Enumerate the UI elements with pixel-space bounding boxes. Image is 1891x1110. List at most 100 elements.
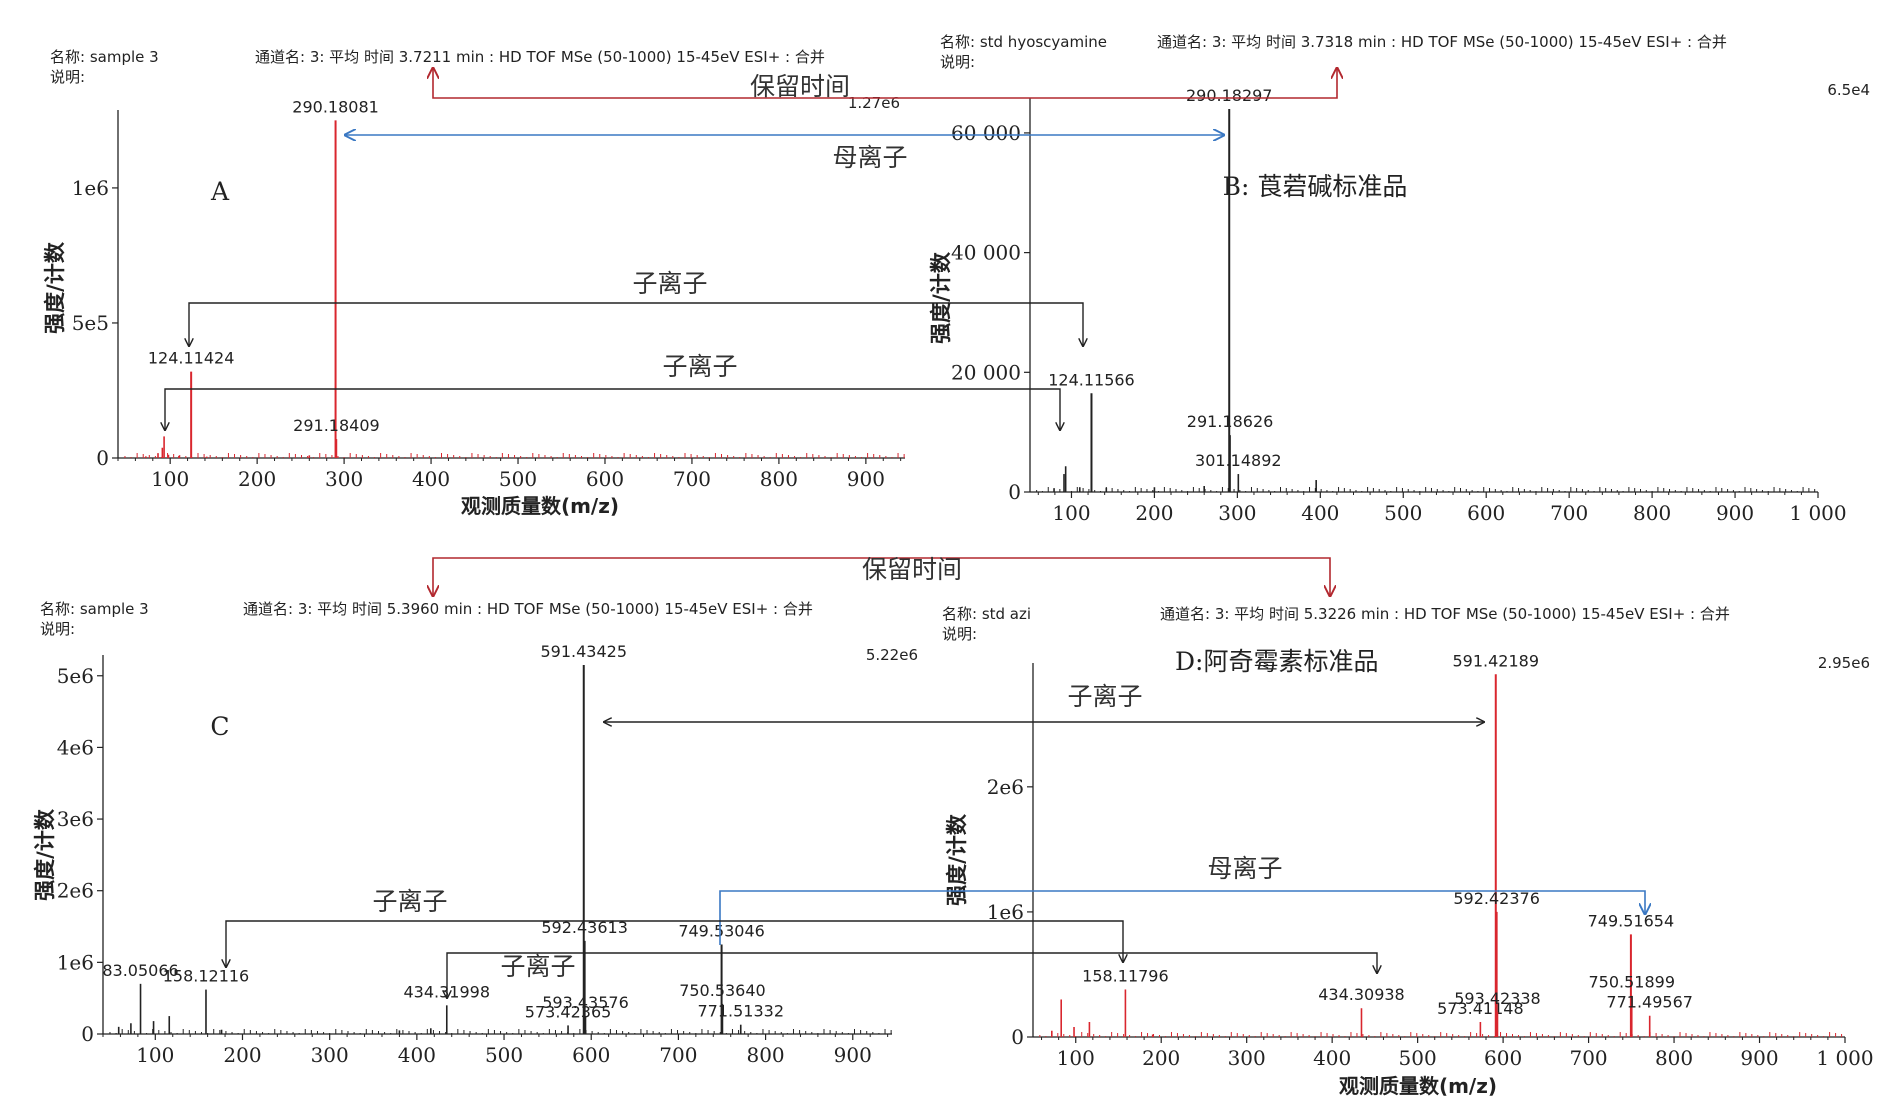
- x-tick-label: 1 000: [1816, 1046, 1873, 1070]
- y-tick-label: 5e6: [57, 664, 94, 688]
- panel-label: C: [210, 712, 229, 741]
- x-tick-label: 600: [1484, 1046, 1522, 1070]
- x-tick-label: 500: [1384, 501, 1422, 525]
- peak-label: 593.42338: [1454, 989, 1541, 1008]
- x-tick-label: 100: [136, 1043, 174, 1067]
- y-tick-label: 1e6: [57, 950, 94, 974]
- channel-info: 通道名: 3: 平均 时间 3.7318 min : HD TOF MSe (5…: [1157, 33, 1727, 51]
- baseline-noise: [124, 453, 905, 458]
- peak-label: 750.53640: [679, 981, 766, 1000]
- panel-label: D:阿奇霉素标准品: [1175, 647, 1378, 676]
- peak-label: 158.11796: [1082, 966, 1169, 985]
- peak-label: 591.42189: [1453, 651, 1540, 670]
- precursor-ion-label-bottom: 母离子: [1207, 854, 1282, 883]
- channel-info: 通道名: 3: 平均 时间 5.3226 min : HD TOF MSe (5…: [1160, 605, 1730, 623]
- precursor-ion-label-top: 母离子: [832, 143, 907, 172]
- peak-label: 158.12116: [163, 967, 250, 986]
- y-tick-label: 60 000: [951, 121, 1021, 145]
- max-intensity-label: 5.22e6: [866, 646, 918, 664]
- peak-label: 290.18081: [292, 97, 379, 116]
- peak-label: 291.18626: [1187, 412, 1274, 431]
- peak-label: 750.51899: [1588, 973, 1675, 992]
- x-axis-label: 观测质量数(m/z): [461, 494, 619, 518]
- x-tick-label: 600: [1467, 501, 1505, 525]
- product-ion-arrow-bottom-1: [226, 920, 1123, 967]
- sample-name: 名称: std hyoscyamine: [940, 33, 1107, 51]
- x-tick-label: 400: [412, 467, 450, 491]
- panel-label: B: 莨菪碱标准品: [1223, 172, 1408, 201]
- x-tick-label: 900: [1740, 1046, 1778, 1070]
- product-ion-arrow-bottom-2: [447, 952, 1377, 998]
- peak-label: 771.51332: [697, 1002, 784, 1021]
- product-ion-label-bottom-1: 子离子: [372, 887, 447, 916]
- x-tick-label: 900: [847, 467, 885, 491]
- sample-name: 名称: sample 3: [50, 48, 159, 66]
- peak-label: 593.43576: [542, 993, 629, 1012]
- y-axis-label: 强度/计数: [33, 808, 57, 901]
- peak-label: 573.41148: [1437, 999, 1524, 1018]
- precursor-ion-arrow-bottom: [719, 890, 1645, 945]
- peak-label: 592.42376: [1453, 889, 1540, 908]
- y-tick-label: 2e6: [987, 775, 1024, 799]
- max-intensity-label: 6.5e4: [1827, 81, 1870, 99]
- peak-label: 749.51654: [1588, 911, 1675, 930]
- description-label: 说明:: [50, 68, 85, 86]
- y-tick-label: 1e6: [987, 900, 1024, 924]
- x-tick-label: 200: [1135, 501, 1173, 525]
- description-label: 说明:: [942, 625, 977, 643]
- spectrum-panel-b: 名称: std hyoscyamine 说明: 通道名: 3: 平均 时间 3.73…: [929, 33, 1870, 525]
- x-tick-label: 100: [151, 467, 189, 491]
- sample-name: 名称: std azi: [942, 605, 1031, 623]
- retention-time-label-top: 保留时间: [750, 72, 850, 101]
- x-tick-label: 900: [834, 1043, 872, 1067]
- y-axis-label: 强度/计数: [945, 813, 969, 906]
- peak-label: 591.43425: [540, 642, 627, 661]
- y-tick-label: 2e6: [57, 879, 94, 903]
- x-tick-label: 800: [1655, 1046, 1693, 1070]
- retention-time-label-bottom: 保留时间: [862, 555, 962, 584]
- max-intensity-label: 2.95e6: [1818, 654, 1870, 672]
- x-tick-label: 800: [760, 467, 798, 491]
- x-tick-label: 300: [311, 1043, 349, 1067]
- x-tick-label: 400: [1313, 1046, 1351, 1070]
- x-tick-label: 200: [1142, 1046, 1180, 1070]
- x-tick-label: 100: [1057, 1046, 1095, 1070]
- product-ion-arrow-top-1: [189, 302, 1083, 346]
- x-tick-label: 700: [1550, 501, 1588, 525]
- x-tick-label: 800: [746, 1043, 784, 1067]
- baseline-noise: [1036, 487, 1816, 492]
- y-tick-label: 40 000: [951, 241, 1021, 265]
- y-tick-label: 4e6: [57, 735, 94, 759]
- peak-label: 124.11566: [1048, 370, 1135, 389]
- x-tick-label: 100: [1052, 501, 1090, 525]
- peak-label: 124.11424: [148, 349, 235, 368]
- x-tick-label: 500: [485, 1043, 523, 1067]
- spectrum-panel-a: 名称: sample 3说明:通道名: 3: 平均 时间 3.7211 min …: [43, 48, 905, 518]
- description-label: 说明:: [940, 53, 975, 71]
- max-intensity-label: 1.27e6: [848, 94, 900, 112]
- product-ion-arrow-top-2: [165, 388, 1060, 430]
- y-tick-label: 0: [1008, 480, 1021, 504]
- spectrum-panel-d: 名称: std azi 说明: 通道名: 3: 平均 时间 5.3226 min :…: [942, 605, 1874, 1098]
- peak-label: 291.18409: [293, 416, 380, 435]
- x-tick-label: 400: [398, 1043, 436, 1067]
- peak-label: 749.53046: [678, 921, 765, 940]
- x-tick-label: 200: [223, 1043, 261, 1067]
- annotation-layer: 保留时间 母离子 子离子 子离子 保留时间 子离子 母离子 子离子 子离子: [165, 68, 1645, 998]
- y-tick-label: 3e6: [57, 807, 94, 831]
- y-tick-label: 5e5: [72, 311, 109, 335]
- baseline-noise: [109, 1029, 892, 1034]
- y-tick-label: 0: [81, 1022, 94, 1046]
- product-ion-label-top-2: 子离子: [662, 352, 737, 381]
- x-tick-label: 600: [572, 1043, 610, 1067]
- peak-label: 290.18297: [1186, 86, 1273, 105]
- x-tick-label: 500: [1399, 1046, 1437, 1070]
- y-axis-label: 强度/计数: [929, 251, 953, 344]
- peak-label: 301.14892: [1195, 451, 1282, 470]
- retention-time-arrow-top: [433, 68, 1337, 99]
- x-tick-label: 400: [1301, 501, 1339, 525]
- x-tick-label: 300: [325, 467, 363, 491]
- panel-label: A: [210, 177, 230, 206]
- product-ion-label-bottom-2: 子离子: [500, 952, 575, 981]
- sample-name: 名称: sample 3: [40, 600, 149, 618]
